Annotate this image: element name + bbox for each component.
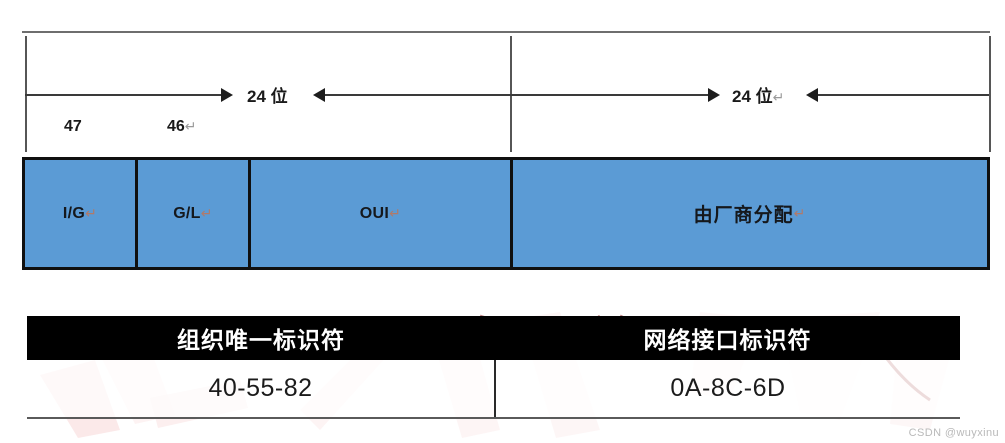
field-gl-label: G/L (173, 204, 201, 222)
table-header-row: 组织唯一标识符 网络接口标识符 (27, 316, 960, 360)
pilcrow-icon: ↵ (184, 118, 197, 134)
field-vendor-assigned: 由厂商分配↵ (513, 160, 987, 267)
field-oui-label: OUI (359, 204, 390, 222)
dimension-left-text: 24 位 (247, 87, 288, 106)
field-oui: OUI↵ (251, 160, 513, 267)
dimension-left: 24 位 (25, 86, 510, 106)
dimension-right-line-b (818, 94, 989, 96)
diagram-top-rule (22, 31, 990, 33)
arrow-left-icon (313, 88, 325, 102)
table-header-oui: 组织唯一标识符 (27, 316, 495, 360)
identifier-table: 组织唯一标识符 网络接口标识符 40-55-82 0A-8C-6D (27, 316, 960, 419)
pilcrow-icon: ↵ (85, 205, 98, 221)
dimension-left-line-b (325, 94, 510, 96)
field-ig: I/G↵ (25, 160, 138, 267)
arrow-right-icon (708, 88, 720, 102)
table-header-nic: 网络接口标识符 (495, 316, 960, 360)
dimension-right: 24 位↵ (510, 86, 989, 106)
bit-number-46-text: 46 (167, 118, 185, 135)
table-cell-oui-value: 40-55-82 (27, 360, 496, 419)
arrow-right-icon (221, 88, 233, 102)
dimension-right-line-a (510, 94, 712, 96)
csdn-watermark-credit: CSDN @wuyxinu (908, 427, 999, 439)
mac-address-field-row: I/G↵ G/L↵ OUI↵ 由厂商分配↵ (22, 157, 990, 270)
dimension-left-label: 24 位 (247, 82, 288, 107)
table-cell-nic-value: 0A-8C-6D (495, 360, 960, 419)
dimension-right-label: 24 位↵ (732, 82, 784, 107)
bit-number-47-text: 47 (64, 118, 82, 135)
field-gl: G/L↵ (138, 160, 251, 267)
tick-bit-0 (989, 36, 991, 152)
pilcrow-icon: ↵ (772, 89, 785, 105)
field-ig-label: I/G (62, 204, 86, 222)
dimension-left-line-a (25, 94, 225, 96)
table-row: 40-55-82 0A-8C-6D (27, 360, 960, 419)
bit-width-diagram: 24 位 24 位↵ 47 46↵ (0, 0, 1005, 155)
pilcrow-icon: ↵ (389, 205, 402, 221)
arrow-left-icon (806, 88, 818, 102)
dimension-right-text: 24 位 (732, 87, 773, 106)
pilcrow-icon: ↵ (793, 205, 807, 221)
bit-number-47: 47 (64, 118, 82, 136)
field-vendor-label: 由厂商分配 (693, 205, 794, 226)
bit-number-46: 46↵ (167, 118, 197, 136)
pilcrow-icon: ↵ (200, 205, 213, 221)
